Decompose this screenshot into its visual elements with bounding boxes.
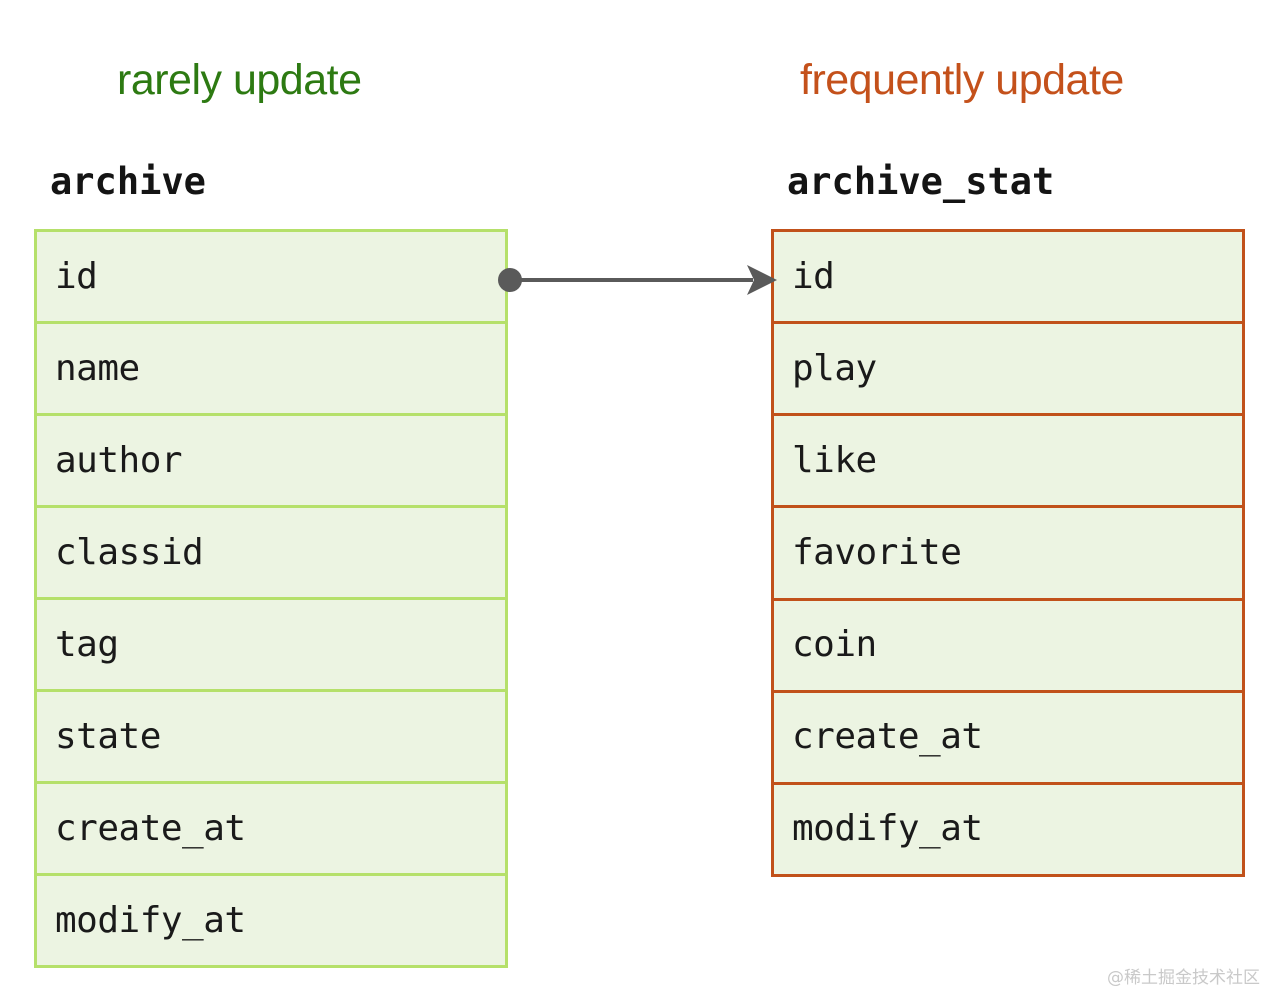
caption-frequently-update: frequently update [800, 56, 1124, 104]
field-row: id [774, 232, 1242, 322]
field-row: coin [774, 597, 1242, 690]
field-row: favorite [774, 505, 1242, 598]
field-row: name [37, 321, 505, 413]
relation-arrow-icon [498, 265, 777, 295]
watermark: @稀土掘金技术社区 [1107, 968, 1260, 988]
caption-rarely-update: rarely update [117, 56, 362, 104]
field-row: modify_at [774, 781, 1242, 874]
field-row: play [774, 321, 1242, 414]
field-row: modify_at [37, 873, 505, 965]
field-row: id [37, 232, 505, 321]
field-row: tag [37, 597, 505, 689]
field-row: state [37, 689, 505, 781]
entity-table-archive: id name author classid tag state create_… [34, 229, 508, 968]
field-row: create_at [37, 781, 505, 873]
entity-table-archive-stat: id play like favorite coin create_at mod… [771, 229, 1245, 877]
field-row: author [37, 413, 505, 505]
field-row: classid [37, 505, 505, 597]
table-title-archive: archive [50, 160, 206, 203]
field-row: create_at [774, 689, 1242, 782]
table-title-archive-stat: archive_stat [787, 160, 1055, 203]
field-row: like [774, 413, 1242, 506]
